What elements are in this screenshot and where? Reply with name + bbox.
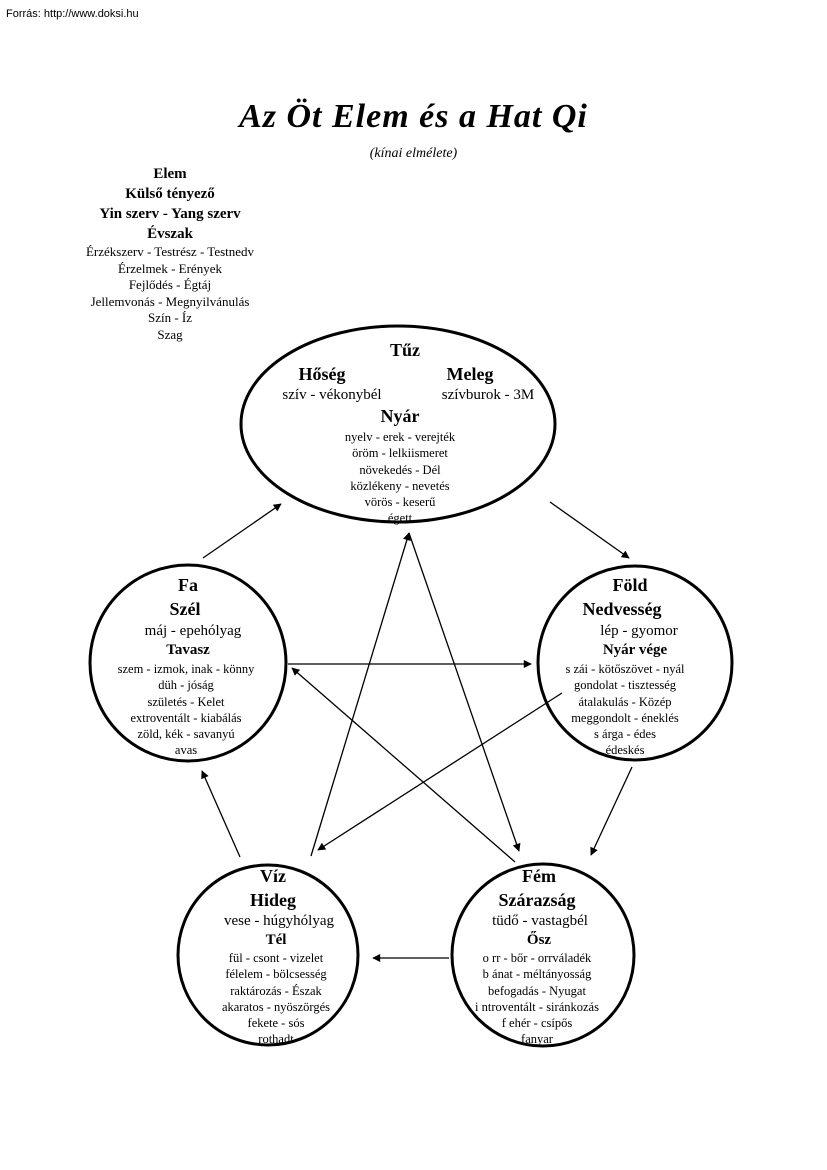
arrow-water-to-wood <box>201 770 241 858</box>
legend-line: Érzelmek - Erények <box>118 260 222 276</box>
wood-season: Tavasz <box>166 642 210 658</box>
wood-attr-line: extroventált - kiabálás <box>130 710 242 725</box>
earth-attr-line: s árga - édes <box>594 727 656 742</box>
metal-factor: Szárazság <box>498 890 576 910</box>
wood-element-name: Fa <box>178 575 198 595</box>
metal-season: Ősz <box>526 932 552 948</box>
metal-attr-line: i ntroventált - siránkozás <box>475 999 599 1014</box>
water-season: Tél <box>265 932 287 948</box>
arrow-fire-to-earth <box>549 501 630 559</box>
earth-attributes: s zái - kötőszövet - nyál gondolat - tis… <box>525 661 725 759</box>
water-organs: vese - húgyhólyag <box>224 913 334 929</box>
metal-attr-line: f ehér - csípős <box>501 1016 573 1031</box>
earth-circle <box>536 564 734 762</box>
metal-attr-line: o rr - bőr - orrváladék <box>482 951 592 965</box>
metal-circle <box>450 862 636 1048</box>
arrow-water-to-fire <box>310 532 411 857</box>
earth-season: Nyár vége <box>602 642 668 658</box>
arrow-wood-to-fire <box>202 503 282 559</box>
water-factor: Hideg <box>249 890 296 910</box>
legend-line: Jellemvonás - Megnyilvánulás <box>90 293 250 309</box>
water-attr-line: fekete - sós <box>247 1016 305 1031</box>
water-attr-line: fül - csont - vizelet <box>228 951 324 965</box>
wood-factor: Szél <box>169 599 201 619</box>
metal-attr-line: befogadás - Nyugat <box>488 983 586 998</box>
fire-attr-line: növekedés - Dél <box>359 462 441 477</box>
fire-factor-left: Hőség <box>298 364 346 384</box>
legend-line: Érzékszerv - Testrész - Testnedv <box>85 244 255 259</box>
arrow-earth-to-metal <box>590 766 633 856</box>
fire-element-name: Tűz <box>389 340 420 360</box>
wood-attr-line: szem - izmok, inak - könny <box>117 662 255 676</box>
earth-attr-line: átalakulás - Közép <box>578 694 672 709</box>
water-attr-line: félelem - bölcsesség <box>225 967 327 982</box>
fire-attr-line: nyelv - erek - verejték <box>344 430 456 444</box>
wood-attr-line: düh - jóság <box>158 678 214 693</box>
fire-factor-right: Meleg <box>446 364 494 384</box>
water-circle <box>176 863 360 1047</box>
earth-element-name: Föld <box>612 575 648 595</box>
earth-factor: Nedvesség <box>582 599 662 619</box>
source-line: Forrás: http://www.doksi.hu <box>6 8 139 20</box>
earth-organs: lép - gyomor <box>600 623 678 639</box>
fire-organs-left: szív - vékonybél <box>282 387 382 403</box>
wood-attr-line: avas <box>174 743 198 758</box>
page-subtitle: (kínai elmélete) <box>369 146 458 161</box>
water-attributes: fül - csont - vizelet félelem - bölcsess… <box>176 950 376 1048</box>
earth-attr-line: s zái - kötőszövet - nyál <box>565 662 685 676</box>
wood-attr-line: zöld, kék - savanyú <box>137 727 235 742</box>
arrow-metal-to-wood <box>291 667 516 863</box>
water-attr-line: raktározás - Észak <box>230 983 322 998</box>
fire-organs-right: szívburok - 3M <box>441 387 535 403</box>
legend-line: Szín - Íz <box>147 310 193 325</box>
metal-attributes: o rr - bőr - orrváladék b ánat - méltány… <box>437 950 637 1048</box>
arrow-earth-to-water <box>317 692 563 851</box>
wood-attributes: szem - izmok, inak - könny düh - jóság s… <box>86 661 286 759</box>
wood-attr-line: születés - Kelet <box>147 694 225 709</box>
earth-attr-line: meggondolt - éneklés <box>571 710 679 725</box>
metal-attr-line: fanyar <box>521 1032 553 1047</box>
fire-attr-line: égett <box>387 511 413 526</box>
fire-season: Nyár <box>380 406 420 426</box>
water-attr-line: rothadt <box>258 1032 294 1047</box>
arrow-fire-to-metal <box>408 532 521 852</box>
legend-line: Fejlődés - Égtáj <box>128 277 212 292</box>
fire-attributes: nyelv - erek - verejték öröm - lelkiisme… <box>300 429 500 527</box>
metal-element-name: Fém <box>522 866 556 886</box>
earth-attr-line: gondolat - tisztesség <box>573 678 677 693</box>
fire-attr-line: öröm - lelkiismeret <box>352 446 448 461</box>
earth-attr-line: édeskés <box>605 743 645 758</box>
fire-attr-line: közlékeny - nevetés <box>350 478 450 493</box>
legend-bold-line: Yin szerv - Yang szerv <box>99 206 241 222</box>
legend-bold-line: Elem <box>153 166 187 182</box>
fire-attr-line: vörös - keserű <box>364 495 436 510</box>
legend-bold-line: Külső tényező <box>125 186 215 202</box>
metal-attr-line: b ánat - méltányosság <box>482 967 592 982</box>
legend-bold-line: Évszak <box>147 226 193 242</box>
metal-organs: tüdő - vastagbél <box>492 913 588 929</box>
page-title: Az Öt Elem és a Hat Qi <box>239 98 588 135</box>
wood-circle <box>88 563 288 763</box>
legend: Elem Külső tényező Yin szerv - Yang szer… <box>60 164 280 343</box>
legend-line: Szag <box>157 326 183 342</box>
water-element-name: Víz <box>260 866 286 886</box>
fire-ellipse <box>239 324 557 524</box>
wood-organs: máj - epehólyag <box>144 623 242 639</box>
water-attr-line: akaratos - nyöszörgés <box>221 999 331 1014</box>
